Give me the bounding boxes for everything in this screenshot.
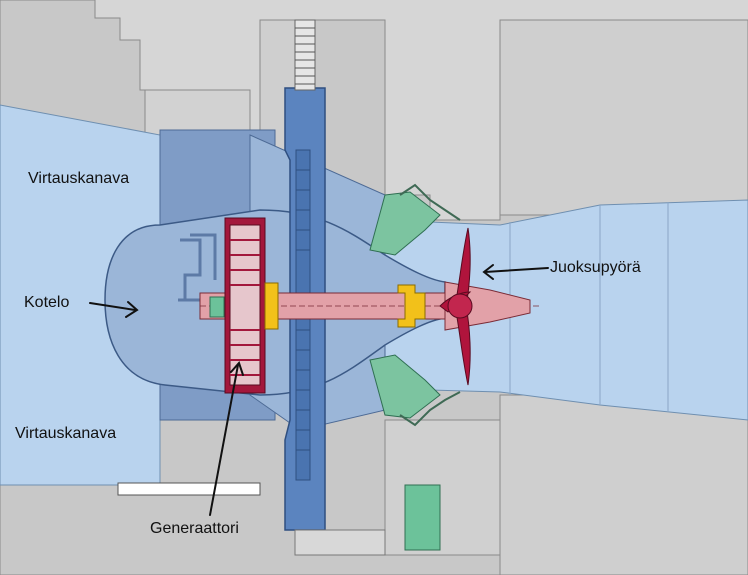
turbine-runner-icon xyxy=(439,227,473,386)
ladder-shaft-rungs xyxy=(296,169,310,451)
arrow-housing xyxy=(89,302,136,311)
guide-vane-servo xyxy=(404,484,441,551)
downstream-lower-block xyxy=(499,394,748,575)
arrow-generator xyxy=(209,364,239,516)
base-plinth xyxy=(294,529,386,556)
lower-pit xyxy=(384,419,501,556)
guide-vane-linkage xyxy=(399,183,461,427)
label-lower-channel: Virtauskanava xyxy=(15,425,116,442)
label-runner: Juoksupyörä xyxy=(550,259,641,276)
label-generator: Generaattori xyxy=(150,520,239,537)
label-housing: Kotelo xyxy=(24,294,69,311)
generator-stator-icon xyxy=(224,217,266,394)
turbine-coupling xyxy=(397,284,426,328)
downstream-upper-block xyxy=(499,19,748,216)
arrowhead-runner xyxy=(482,264,494,280)
ladder-top xyxy=(294,19,316,91)
floor-slab xyxy=(117,482,261,496)
generator-coupling xyxy=(264,282,279,330)
guide-vane-lower xyxy=(369,354,441,419)
guide-vane-upper xyxy=(369,191,441,256)
shaft-end-bearing xyxy=(209,296,225,318)
arrow-runner xyxy=(484,267,549,273)
label-upper-channel: Virtauskanava xyxy=(28,170,129,187)
pointer-arrows xyxy=(89,264,549,516)
arrowhead-housing xyxy=(125,301,139,318)
ladder-rungs xyxy=(295,27,315,85)
arrowhead-generator xyxy=(230,361,244,376)
